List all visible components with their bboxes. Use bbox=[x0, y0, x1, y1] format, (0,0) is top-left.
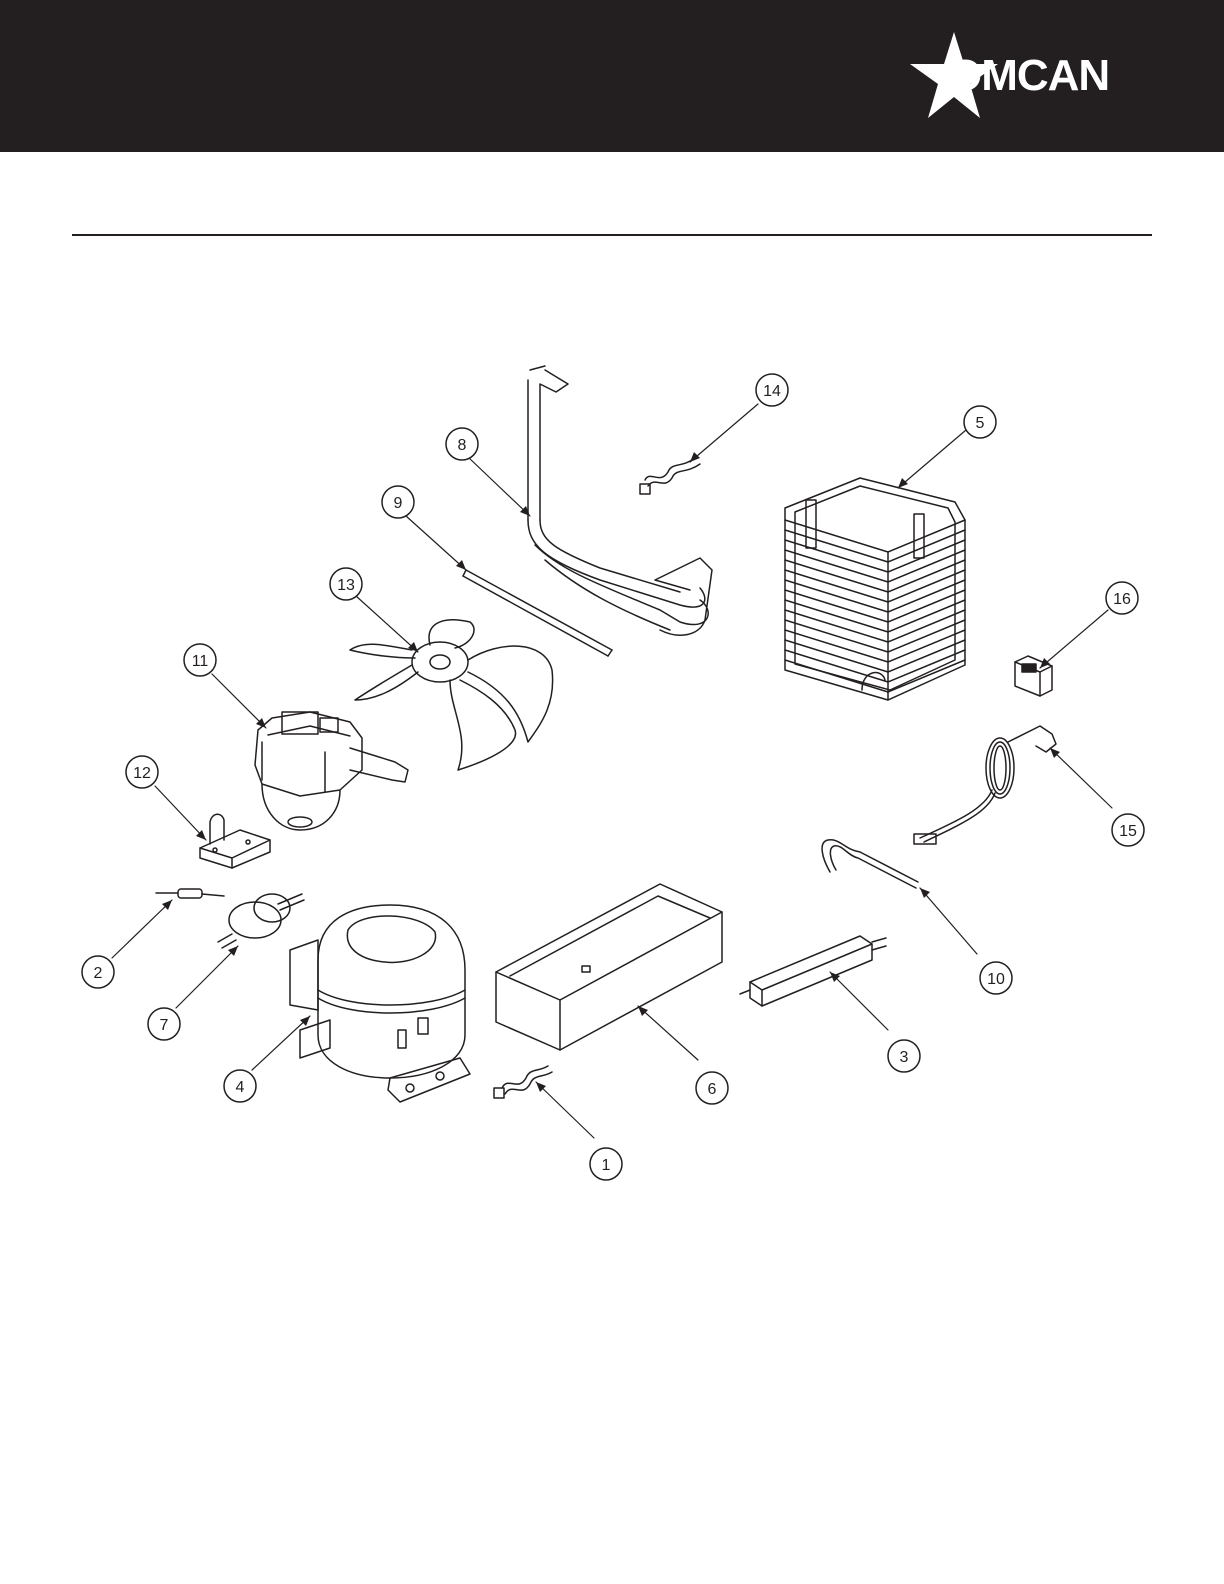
part-wire-harness-top bbox=[640, 458, 700, 494]
svg-text:5: 5 bbox=[976, 415, 985, 432]
svg-text:6: 6 bbox=[708, 1081, 717, 1098]
callout-15: 15 bbox=[1112, 814, 1144, 846]
callout-11: 11 bbox=[184, 644, 216, 676]
svg-text:10: 10 bbox=[987, 971, 1005, 988]
svg-text:2: 2 bbox=[94, 965, 103, 982]
callout-2: 2 bbox=[82, 956, 114, 988]
callout-4: 4 bbox=[224, 1070, 256, 1102]
part-wire-harness-bottom bbox=[494, 1066, 552, 1098]
part-condenser-coil bbox=[785, 478, 965, 700]
part-heater bbox=[740, 936, 886, 1006]
svg-text:8: 8 bbox=[458, 437, 467, 454]
part-dryer-filter bbox=[218, 894, 304, 948]
part-thermostat bbox=[914, 726, 1056, 844]
svg-text:11: 11 bbox=[192, 653, 209, 670]
part-capillary-filter bbox=[156, 889, 224, 898]
callout-12: 12 bbox=[126, 756, 158, 788]
svg-text:3: 3 bbox=[900, 1049, 909, 1066]
callout-1: 1 bbox=[590, 1148, 622, 1180]
part-compressor bbox=[290, 905, 470, 1102]
part-fan-blade bbox=[350, 620, 553, 770]
part-evaporator-tube bbox=[528, 366, 712, 635]
svg-text:14: 14 bbox=[763, 383, 781, 400]
part-rod bbox=[822, 840, 918, 888]
callout-16: 16 bbox=[1106, 582, 1138, 614]
svg-text:4: 4 bbox=[236, 1079, 245, 1096]
callout-9: 9 bbox=[382, 486, 414, 518]
part-fan-motor bbox=[255, 712, 408, 830]
svg-text:15: 15 bbox=[1119, 823, 1137, 840]
svg-text:9: 9 bbox=[394, 495, 403, 512]
callout-14: 14 bbox=[756, 374, 788, 406]
leader-arrowheads bbox=[162, 452, 1060, 1092]
svg-text:1: 1 bbox=[602, 1157, 611, 1174]
svg-text:13: 13 bbox=[337, 577, 355, 594]
svg-text:16: 16 bbox=[1113, 591, 1131, 608]
callout-13: 13 bbox=[330, 568, 362, 600]
callout-5: 5 bbox=[964, 406, 996, 438]
callout-3: 3 bbox=[888, 1040, 920, 1072]
part-bracket bbox=[200, 814, 270, 868]
callout-7: 7 bbox=[148, 1008, 180, 1040]
part-straight-tube bbox=[463, 570, 612, 656]
callout-6: 6 bbox=[696, 1072, 728, 1104]
callout-8: 8 bbox=[446, 428, 478, 460]
svg-text:7: 7 bbox=[160, 1017, 169, 1034]
callout-10: 10 bbox=[980, 962, 1012, 994]
part-drip-tray bbox=[496, 884, 722, 1050]
svg-text:12: 12 bbox=[133, 765, 151, 782]
